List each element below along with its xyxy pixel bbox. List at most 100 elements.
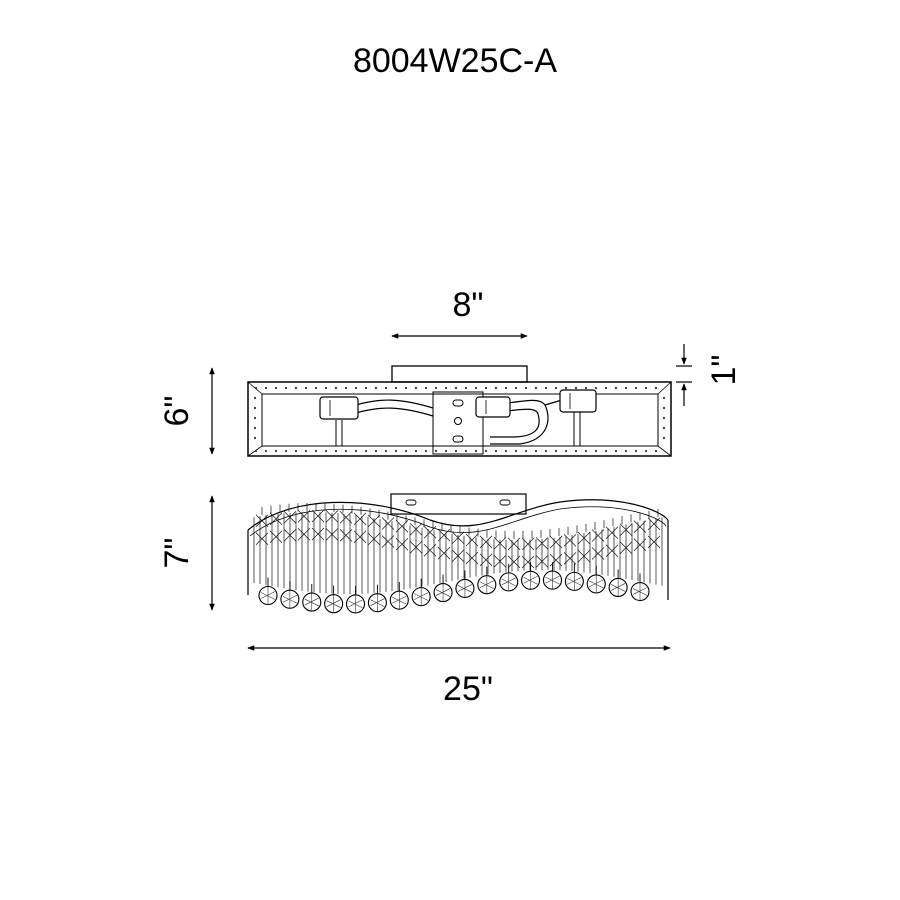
crystal-facet [282,590,298,609]
bead-dot [604,449,608,453]
bead-dot [424,386,428,390]
bead-dot [634,449,638,453]
crystal-facet [370,593,385,612]
bead-dot [524,386,528,390]
crystal-facet [632,582,648,601]
crystal-x [479,553,493,567]
bead-dot [544,449,548,453]
bead-dot [364,449,368,453]
bead-dot [662,416,666,420]
crystal-facet [545,571,560,590]
bead-dot [584,386,588,390]
crystal-x [647,517,661,531]
bead-dot [614,449,618,453]
bead-dot [264,449,268,453]
crystal-facet [501,572,516,591]
crystal-x [563,552,577,565]
dim-canopy-width: 8" [391,286,528,339]
crystal-x [563,534,577,547]
crystal-x [423,543,437,557]
bead-dot [474,386,478,390]
bead-dot [484,386,488,390]
bead-dot [634,386,638,390]
bead-dot [514,449,518,453]
bead-dot [604,386,608,390]
crystal-x [465,533,479,547]
bead-dot [274,386,278,390]
bead-dot [534,449,538,453]
bead-dot [414,449,418,453]
model-title: 8004W25C-A [353,42,557,80]
bead-dot [504,449,508,453]
crystal-facet [567,572,582,591]
crystal-x [409,522,423,536]
bead-dot [284,386,288,390]
crystal-x [535,555,549,568]
crystal-x [633,538,647,551]
crystal-facet [392,591,407,610]
crystal-facet [260,586,276,605]
crystal-x [395,537,409,551]
bead-dot [294,386,298,390]
bead-dot [474,449,478,453]
front-canopy [390,493,527,515]
crystal-x [591,547,605,560]
crystal-x [451,549,465,562]
bead-dot [354,449,358,453]
crystal-x [521,555,535,569]
bead-dot [574,449,578,453]
crystal-x [605,544,619,557]
bead-dot [534,386,538,390]
crystal-x [325,510,339,523]
bead-dot [414,386,418,390]
bead-dot [424,449,428,453]
bead-dot [344,449,348,453]
crystal-facet [304,593,319,612]
bead-dot [514,386,518,390]
crystal-x [577,531,591,545]
crystal-x [367,532,381,546]
bead-dot [253,416,257,420]
bead-dot [254,386,258,390]
crystal-facet [435,583,451,602]
crystal-x [549,553,563,567]
bead-dot [564,386,568,390]
bead-dot [644,449,648,453]
bead-dot [584,449,588,453]
crystal-facet [348,594,363,613]
crystal-x [381,535,395,548]
crystal-strands [253,503,663,594]
dim-overall-width-label: 25" [443,670,493,708]
crystal-x [269,512,283,525]
lamp-arms [355,399,563,445]
bead-dot [554,449,558,453]
crystal-x [283,510,297,524]
crystal-x [465,551,479,565]
bead-dot [344,386,348,390]
crystal-x [507,555,521,569]
crystal-x [549,535,563,549]
crystal-x [605,526,619,539]
crystal-x [479,535,493,549]
bead-dot [334,449,338,453]
crystal-x [325,528,339,541]
bead-dot [564,449,568,453]
bead-dot [554,386,558,390]
bead-dot [284,449,288,453]
bead-dot [654,386,658,390]
top-frame-inner [261,393,659,447]
dim-canopy-height [676,344,692,406]
bead-dot [594,386,598,390]
crystal-x [353,512,367,526]
bead-dot [253,396,257,400]
lamp-sockets [319,389,597,420]
bead-dot [304,386,308,390]
bead-dot [324,449,328,453]
mount-bracket [432,391,484,455]
crystal-x [521,537,535,551]
bead-dot [662,406,666,410]
bead-dot [314,386,318,390]
bead-dot [314,449,318,453]
bead-dot [504,386,508,390]
